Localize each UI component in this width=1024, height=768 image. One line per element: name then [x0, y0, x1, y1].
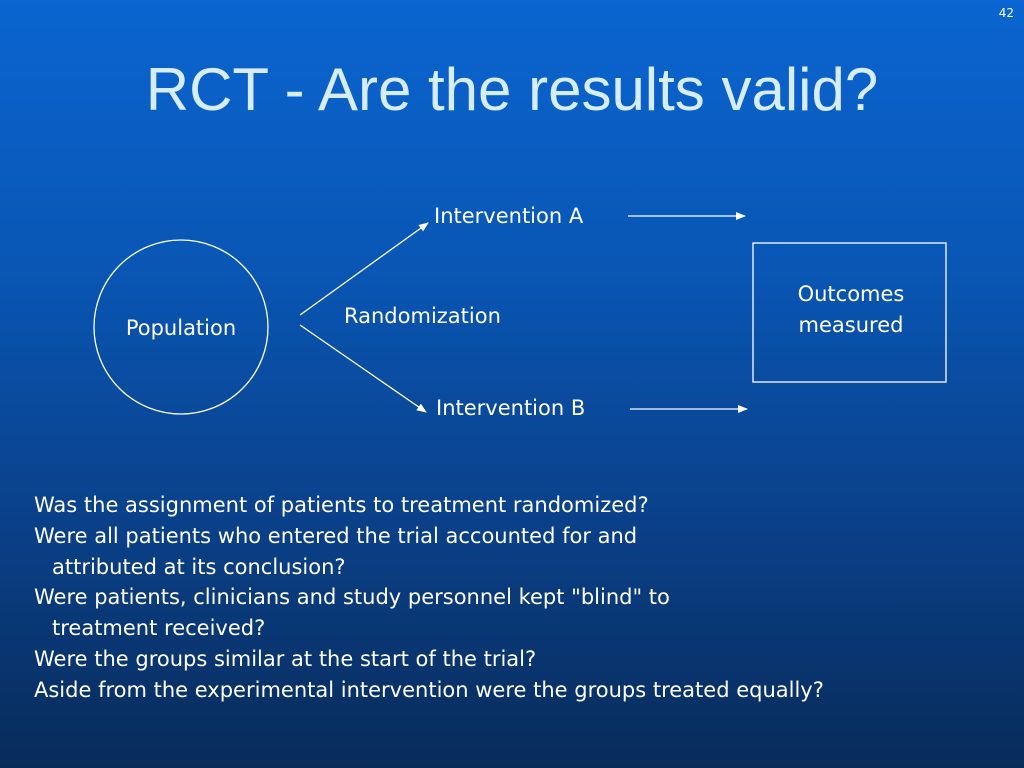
- question-item: Were the groups similar at the start of …: [34, 644, 1014, 675]
- question-text: Was the assignment of patients to treatm…: [34, 493, 649, 517]
- question-item: Aside from the experimental intervention…: [34, 675, 1014, 706]
- validity-questions: Was the assignment of patients to treatm…: [34, 490, 1014, 706]
- question-continuation: treatment received?: [52, 616, 266, 641]
- outcomes-label-line1: Outcomes: [798, 282, 905, 306]
- arrow-to-intervention-b: [299, 324, 427, 413]
- population-label: Population: [126, 316, 236, 340]
- slide-number: 42: [998, 6, 1014, 20]
- intervention-b-label: Intervention B: [436, 396, 585, 420]
- question-text: Were all patients who entered the trial …: [34, 523, 638, 548]
- outcomes-label-line2: measured: [799, 313, 904, 337]
- question-item: Was the assignment of patients to treatm…: [34, 490, 1014, 521]
- randomization-label: Randomization: [344, 304, 501, 328]
- question-item: Were patients, clinicians and study pers…: [34, 582, 1014, 644]
- rct-diagram: Population Randomization Intervention A …: [93, 204, 947, 420]
- arrow-to-intervention-a: [299, 222, 429, 316]
- question-text: Were the groups similar at the start of …: [34, 646, 537, 671]
- question-text: Were patients, clinicians and study pers…: [34, 585, 670, 610]
- slide-title: RCT - Are the results valid?: [145, 56, 879, 123]
- outcomes-box: [752, 242, 947, 383]
- question-continuation: attributed at its conclusion?: [52, 554, 346, 579]
- intervention-a-label: Intervention A: [434, 204, 584, 228]
- question-item: Were all patients who entered the trial …: [34, 521, 1014, 583]
- question-text: Aside from the experimental intervention…: [34, 677, 824, 702]
- population-circle: [93, 239, 269, 415]
